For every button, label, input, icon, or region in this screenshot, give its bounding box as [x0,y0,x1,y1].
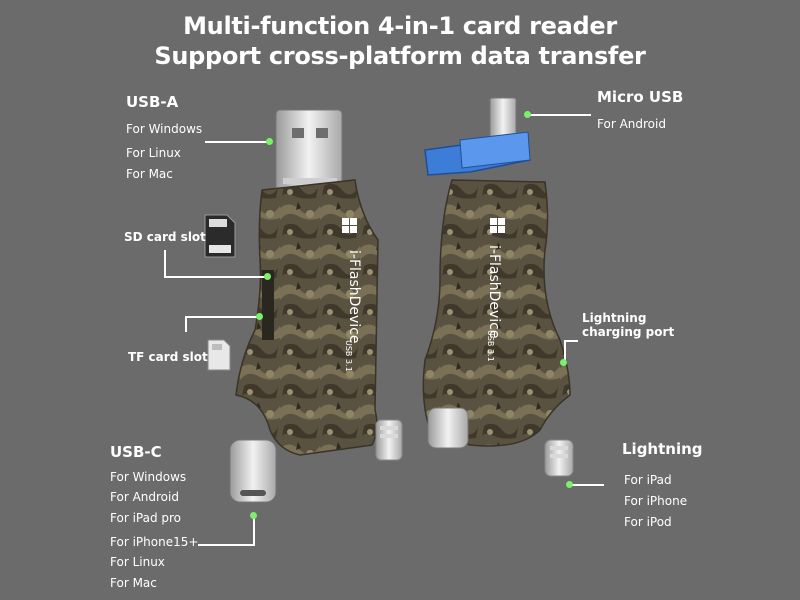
brand-label-right: i-FlashDevice [486,245,502,339]
sd-card-icon [204,214,236,258]
micro-usb-label: Micro USB [597,88,684,106]
usb-c-plug [229,439,277,503]
lightning-item: For iPhone [624,494,688,508]
usb-a-label: USB-A [126,93,179,111]
lightning-port-label-line2: charging port [582,325,675,339]
right-device: i-FlashDevice USB 3.1 [422,97,574,477]
sd-card-slot-label: SD card slot [124,230,206,244]
usb-c-item: For Windows [110,470,187,484]
tf-card-slot-label: TF card slot [128,350,208,364]
left-device: i-FlashDevice USB 3.1 [229,109,403,503]
usb-c-item: For Mac [110,576,157,590]
usb-version-right: USB 3.1 [486,330,495,362]
usb-c-item: For Linux [110,555,165,569]
tf-card-icon [207,339,231,371]
usb-version-left: USB 3.1 [344,340,353,372]
micro-usb-item: For Android [597,117,666,131]
headline: Multi-function 4-in-1 card reader [183,12,617,40]
subheadline: Support cross-platform data transfer [154,42,646,70]
usb-c-item: For iPhone15+ [110,535,199,549]
lightning-item: For iPod [624,515,672,529]
usb-a-item: For Mac [126,167,173,181]
lightning-item: For iPad [624,473,672,487]
usb-c-item: For Android [110,490,179,504]
usb-c-label: USB-C [110,443,162,461]
brand-label-left: i-FlashDevice [346,250,362,344]
usb-c-item: For iPad pro [110,511,182,525]
usb-a-item: For Linux [126,146,181,160]
lightning-label: Lightning [622,440,703,458]
usb-a-item: For Windows [126,122,203,136]
lightning-port-label-line1: Lightning [582,311,647,325]
